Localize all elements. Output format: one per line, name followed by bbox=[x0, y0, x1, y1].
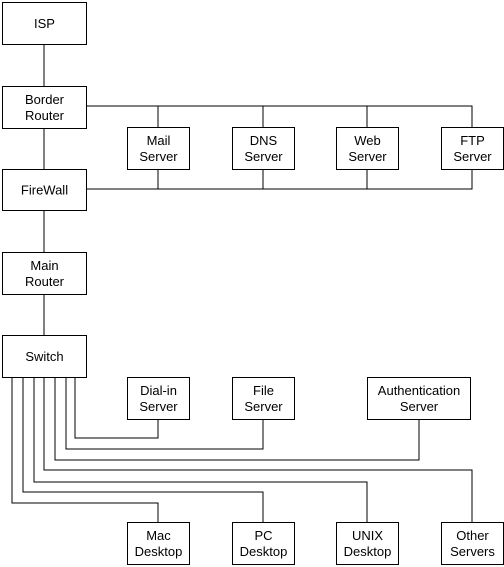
node-box bbox=[232, 377, 295, 420]
node-label-line: FTP bbox=[460, 133, 485, 148]
link-border-router-to-ftp-server bbox=[367, 105, 473, 127]
link-switch-to-mac-desktop bbox=[11, 377, 159, 522]
node-label-line: Server bbox=[453, 149, 492, 164]
node-box bbox=[232, 522, 295, 565]
node-label-line: Servers bbox=[450, 544, 495, 559]
node-label-line: Server bbox=[400, 399, 439, 414]
node-switch: Switch bbox=[2, 335, 87, 378]
connection-lines bbox=[11, 44, 473, 522]
node-firewall: FireWall bbox=[2, 169, 87, 211]
node-label-line: Server bbox=[244, 399, 283, 414]
node-box bbox=[441, 127, 504, 170]
node-label-line: Desktop bbox=[344, 544, 392, 559]
link-border-router-to-dns-server bbox=[158, 105, 264, 127]
node-label-line: Server bbox=[244, 149, 283, 164]
node-label-line: PC bbox=[254, 528, 272, 543]
node-label-line: Authentication bbox=[378, 383, 460, 398]
node-label-line: Router bbox=[25, 108, 65, 123]
node-isp: ISP bbox=[2, 2, 87, 45]
node-label-line: Server bbox=[348, 149, 387, 164]
node-label-line: Mail bbox=[147, 133, 171, 148]
node-box bbox=[336, 127, 399, 170]
node-label-line: Switch bbox=[25, 349, 63, 364]
node-box bbox=[2, 252, 87, 295]
node-label-line: ISP bbox=[34, 16, 55, 31]
node-label-line: Web bbox=[354, 133, 381, 148]
node-label-line: Main bbox=[30, 258, 58, 273]
node-label-line: Desktop bbox=[240, 544, 288, 559]
link-border-router-to-mail-server bbox=[86, 105, 159, 127]
node-label-line: File bbox=[253, 383, 274, 398]
node-label-line: FireWall bbox=[21, 183, 68, 198]
node-label-line: Router bbox=[25, 274, 65, 289]
node-label-line: Mac bbox=[146, 528, 171, 543]
node-box bbox=[367, 377, 471, 420]
link-border-router-to-web-server bbox=[263, 105, 368, 127]
node-label-line: Other bbox=[456, 528, 489, 543]
node-label-line: UNIX bbox=[352, 528, 383, 543]
link-switch-to-pc-desktop bbox=[22, 377, 264, 522]
node-box bbox=[127, 127, 190, 170]
link-switch-to-dialin-server bbox=[74, 377, 159, 439]
link-switch-to-auth-server bbox=[54, 377, 420, 461]
link-firewall-to-web-server bbox=[263, 169, 368, 190]
node-box bbox=[2, 335, 87, 378]
node-box bbox=[2, 169, 87, 211]
node-box bbox=[2, 86, 87, 129]
node-label-line: DNS bbox=[250, 133, 278, 148]
link-firewall-to-ftp-server bbox=[367, 169, 473, 190]
node-box bbox=[336, 522, 399, 565]
node-label-line: Server bbox=[139, 149, 178, 164]
node-box bbox=[232, 127, 295, 170]
node-label-line: Desktop bbox=[135, 544, 183, 559]
node-label-line: Server bbox=[139, 399, 178, 414]
node-box bbox=[127, 522, 190, 565]
node-box bbox=[127, 377, 190, 420]
link-firewall-to-dns-server bbox=[158, 169, 264, 190]
node-box bbox=[2, 2, 87, 45]
link-switch-to-other-servers bbox=[43, 377, 473, 522]
node-label-line: Dial-in bbox=[140, 383, 177, 398]
link-switch-to-unix-desktop bbox=[33, 377, 368, 522]
link-firewall-to-mail-server bbox=[86, 169, 159, 190]
link-switch-to-file-server bbox=[65, 377, 264, 450]
node-label-line: Border bbox=[25, 92, 65, 107]
